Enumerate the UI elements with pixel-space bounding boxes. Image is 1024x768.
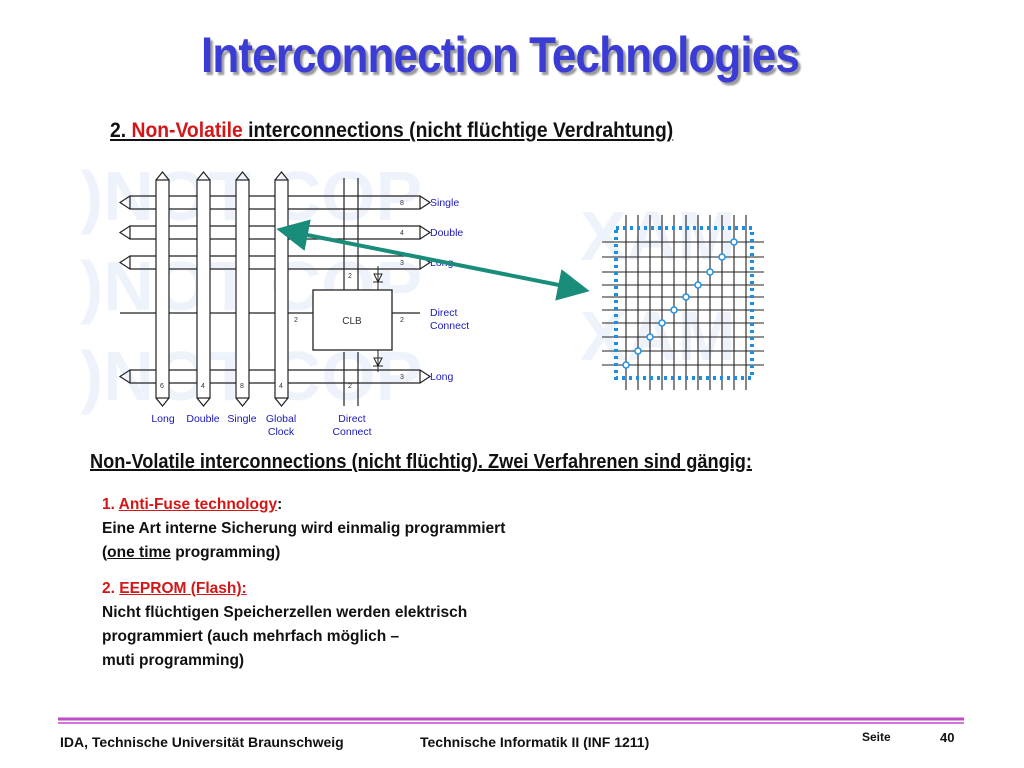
item-eeprom-line3: muti programming) <box>102 652 245 669</box>
svg-text:2: 2 <box>348 273 352 280</box>
label-bottom-double: Double <box>186 413 219 425</box>
label-bottom-direct: Direct <box>338 413 366 425</box>
footer-institution: IDA, Technische Universität Braunschweig <box>60 734 344 750</box>
svg-text:6: 6 <box>160 383 164 390</box>
footer-page-label: Seite <box>862 730 891 744</box>
programmed-fuse-points <box>622 238 738 369</box>
svg-text:2: 2 <box>294 317 298 324</box>
svg-text:)NOT COP: )NOT COP <box>80 160 422 235</box>
svg-text:2: 2 <box>348 383 352 390</box>
matrix-dotted-frame <box>614 226 754 380</box>
label-bottom-global: Global <box>266 413 296 425</box>
subtitle-prefix: 2. <box>110 119 132 142</box>
svg-text:8: 8 <box>400 200 404 207</box>
label-long-bottom: Long <box>430 371 454 383</box>
slide-subtitle: 2. Non-Volatile interconnections (nicht … <box>110 119 673 143</box>
item-eeprom: 2. EEPROM (Flash): Nicht flüchtigen Spei… <box>102 577 467 673</box>
label-bottom-single: Single <box>227 413 256 425</box>
label-bottom-long: Long <box>151 413 175 425</box>
label-single: Single <box>430 197 459 209</box>
item-anti-fuse-line1: Eine Art interne Sicherung wird einmalig… <box>102 520 506 537</box>
interconnect-diagram: )NOT COP )NOT COP )NOT COP XAM XAM CLB <box>80 160 764 438</box>
item-anti-fuse: 1. Anti-Fuse technology: Eine Art intern… <box>102 493 505 565</box>
footer-divider <box>58 717 964 724</box>
svg-text:8: 8 <box>240 383 244 390</box>
svg-text:XAM: XAM <box>580 197 736 275</box>
clb-label: CLB <box>342 316 362 327</box>
item-eeprom-title: 2. EEPROM (Flash): <box>102 580 247 597</box>
svg-text:4: 4 <box>400 230 404 237</box>
label-bottom-clock: Clock <box>268 426 295 438</box>
subtitle-highlight: Non-Volatile <box>131 119 243 142</box>
item-eeprom-line1: Nicht flüchtigen Speicherzellen werden e… <box>102 604 468 621</box>
subtitle-rest: interconnections (nicht flüchtige Verdra… <box>242 119 674 142</box>
item-anti-fuse-line2: (one time programming) <box>102 544 281 561</box>
item-anti-fuse-title: 1. Anti-Fuse technology: <box>102 496 283 513</box>
label-double: Double <box>430 227 463 239</box>
svg-text:XAM: XAM <box>580 297 736 375</box>
svg-text:4: 4 <box>279 383 283 390</box>
label-connect: Connect <box>430 320 469 332</box>
svg-text:3: 3 <box>400 374 404 381</box>
right-labels: Single Double Long Direct Connect Long <box>430 197 469 383</box>
item-eeprom-line2: programmiert (auch mehrfach möglich – <box>102 628 400 645</box>
crossbar-matrix <box>602 215 764 390</box>
zoom-arrow <box>276 219 590 301</box>
slide-title: Interconnection Technologies <box>201 27 800 83</box>
footer-course: Technische Informatik II (INF 1211) <box>420 734 650 750</box>
label-direct: Direct <box>430 307 458 319</box>
svg-text:4: 4 <box>201 383 205 390</box>
label-bottom-connect: Connect <box>332 426 371 438</box>
section-heading: Non-Volatile interconnections (nicht flü… <box>90 451 752 473</box>
bottom-labels: Long Double Single Global Clock Direct C… <box>151 413 371 438</box>
svg-text:3: 3 <box>400 260 404 267</box>
svg-text:2: 2 <box>400 317 404 324</box>
footer-page-number: 40 <box>940 730 955 745</box>
